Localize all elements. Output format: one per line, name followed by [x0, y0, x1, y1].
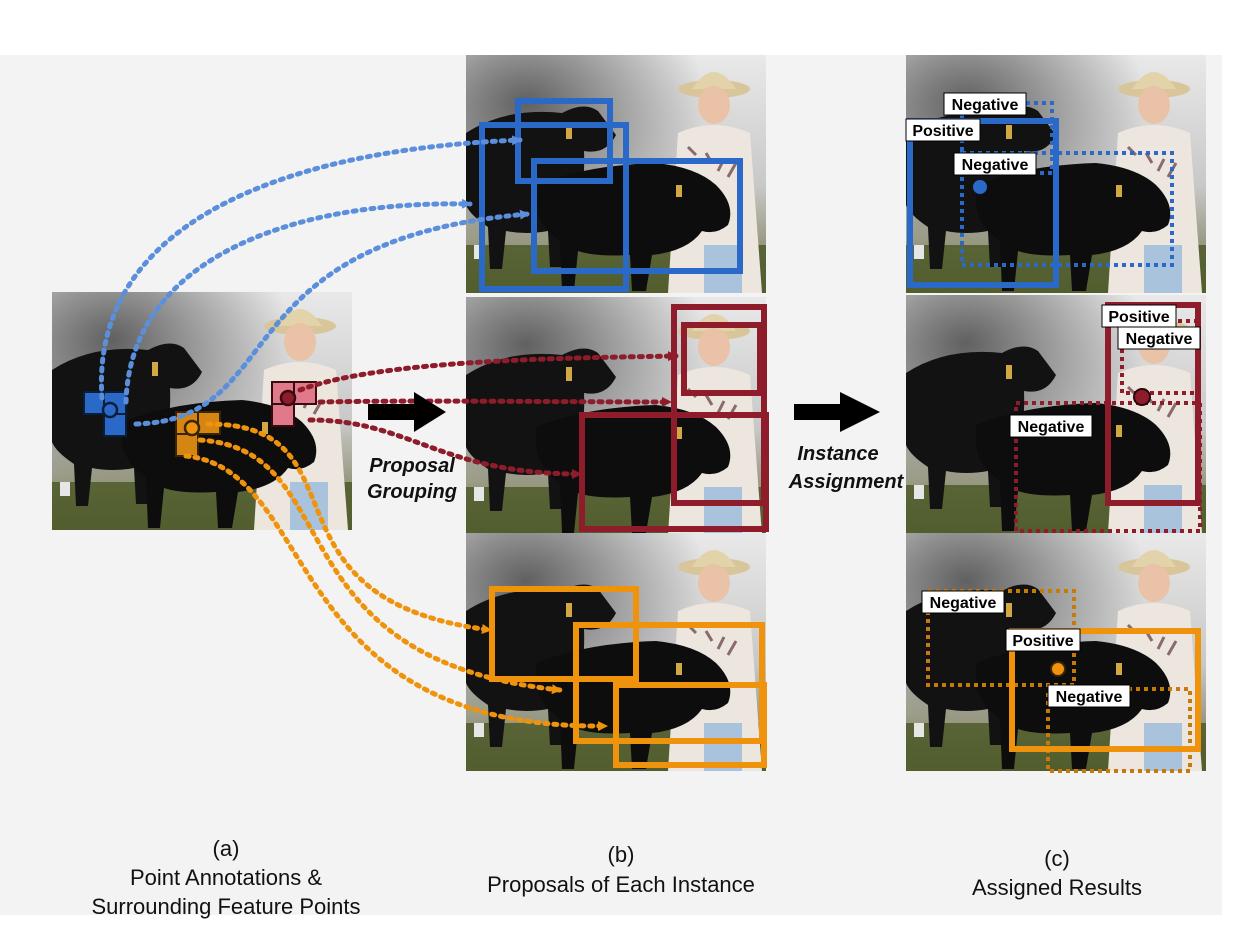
orange-point-annotation: [1050, 661, 1066, 677]
negative-tag: Negative: [1009, 414, 1093, 438]
blue-feature-points: [83, 391, 127, 437]
svg-text:Negative: Negative: [930, 595, 997, 612]
svg-text:Proposals of Each Instance: Proposals of Each Instance: [487, 872, 755, 897]
stage-label-proposal-2: Grouping: [367, 481, 457, 503]
svg-text:Negative: Negative: [1018, 419, 1085, 436]
proposal-box: [579, 412, 769, 532]
orange-connectors: [183, 421, 609, 732]
right-arrow-icon: [794, 392, 880, 432]
source-image-panel: [50, 290, 354, 532]
blue-point-annotation: [973, 180, 987, 194]
red-point-annotation: [279, 389, 297, 407]
svg-text:Negative: Negative: [962, 157, 1029, 174]
negative-tag: Negative: [953, 152, 1037, 176]
svg-text:Negative: Negative: [952, 97, 1019, 114]
positive-tag: Positive: [1005, 628, 1081, 652]
positive-box: [907, 118, 1059, 288]
positive-tag: Positive: [1101, 304, 1177, 328]
negative-tag: Negative: [921, 590, 1005, 614]
orange-point-annotation: [183, 419, 201, 437]
negative-tag: Negative: [1117, 326, 1201, 350]
stage-label-instance-2: Assignment: [788, 471, 905, 493]
result-panel-orange: Negative Positive Negative: [904, 531, 1208, 773]
result-panel-blue: Negative Positive Negative: [904, 53, 1208, 295]
positive-tag: Positive: [905, 118, 981, 142]
svg-text:Positive: Positive: [1108, 309, 1169, 326]
svg-text:Negative: Negative: [1056, 689, 1123, 706]
proposal-panel-orange: [464, 531, 768, 773]
proposal-box: [671, 304, 767, 506]
proposal-panel-blue: [464, 53, 768, 295]
stage-label-instance-1: Instance: [797, 443, 878, 465]
red-feature-points: [271, 381, 317, 427]
result-panel-red: Positive Negative Negative: [904, 293, 1208, 535]
red-point-annotation: [1133, 388, 1151, 406]
proposal-box: [681, 322, 763, 396]
caption-b: (b) Proposals of Each Instance: [487, 842, 755, 897]
svg-text:(a): (a): [213, 836, 240, 861]
svg-text:Surrounding Feature Points: Surrounding Feature Points: [91, 894, 360, 919]
svg-text:Assigned Results: Assigned Results: [972, 875, 1142, 900]
caption-c: (c) Assigned Results: [972, 846, 1142, 900]
negative-box: [960, 151, 1174, 267]
svg-text:Positive: Positive: [912, 123, 973, 140]
right-arrow-icon: [368, 392, 446, 432]
caption-a: (a) Point Annotations & Surrounding Feat…: [91, 836, 360, 919]
svg-text:Point Annotations &: Point Annotations &: [130, 865, 322, 890]
blue-point-annotation: [101, 401, 119, 419]
negative-tag: Negative: [943, 92, 1027, 116]
svg-text:(c): (c): [1044, 846, 1070, 871]
red-connectors: [297, 351, 679, 479]
svg-text:Negative: Negative: [1126, 331, 1193, 348]
negative-tag: Negative: [1047, 684, 1131, 708]
proposal-panel-red: [464, 295, 769, 537]
blue-connectors: [98, 135, 531, 427]
positive-box: [1009, 628, 1201, 752]
proposal-box: [531, 158, 743, 274]
stage-label-proposal-1: Proposal: [369, 455, 455, 477]
proposal-box: [479, 122, 629, 292]
svg-text:(b): (b): [608, 842, 635, 867]
svg-text:Positive: Positive: [1012, 633, 1073, 650]
proposal-box: [489, 586, 639, 682]
proposal-box: [613, 682, 767, 768]
